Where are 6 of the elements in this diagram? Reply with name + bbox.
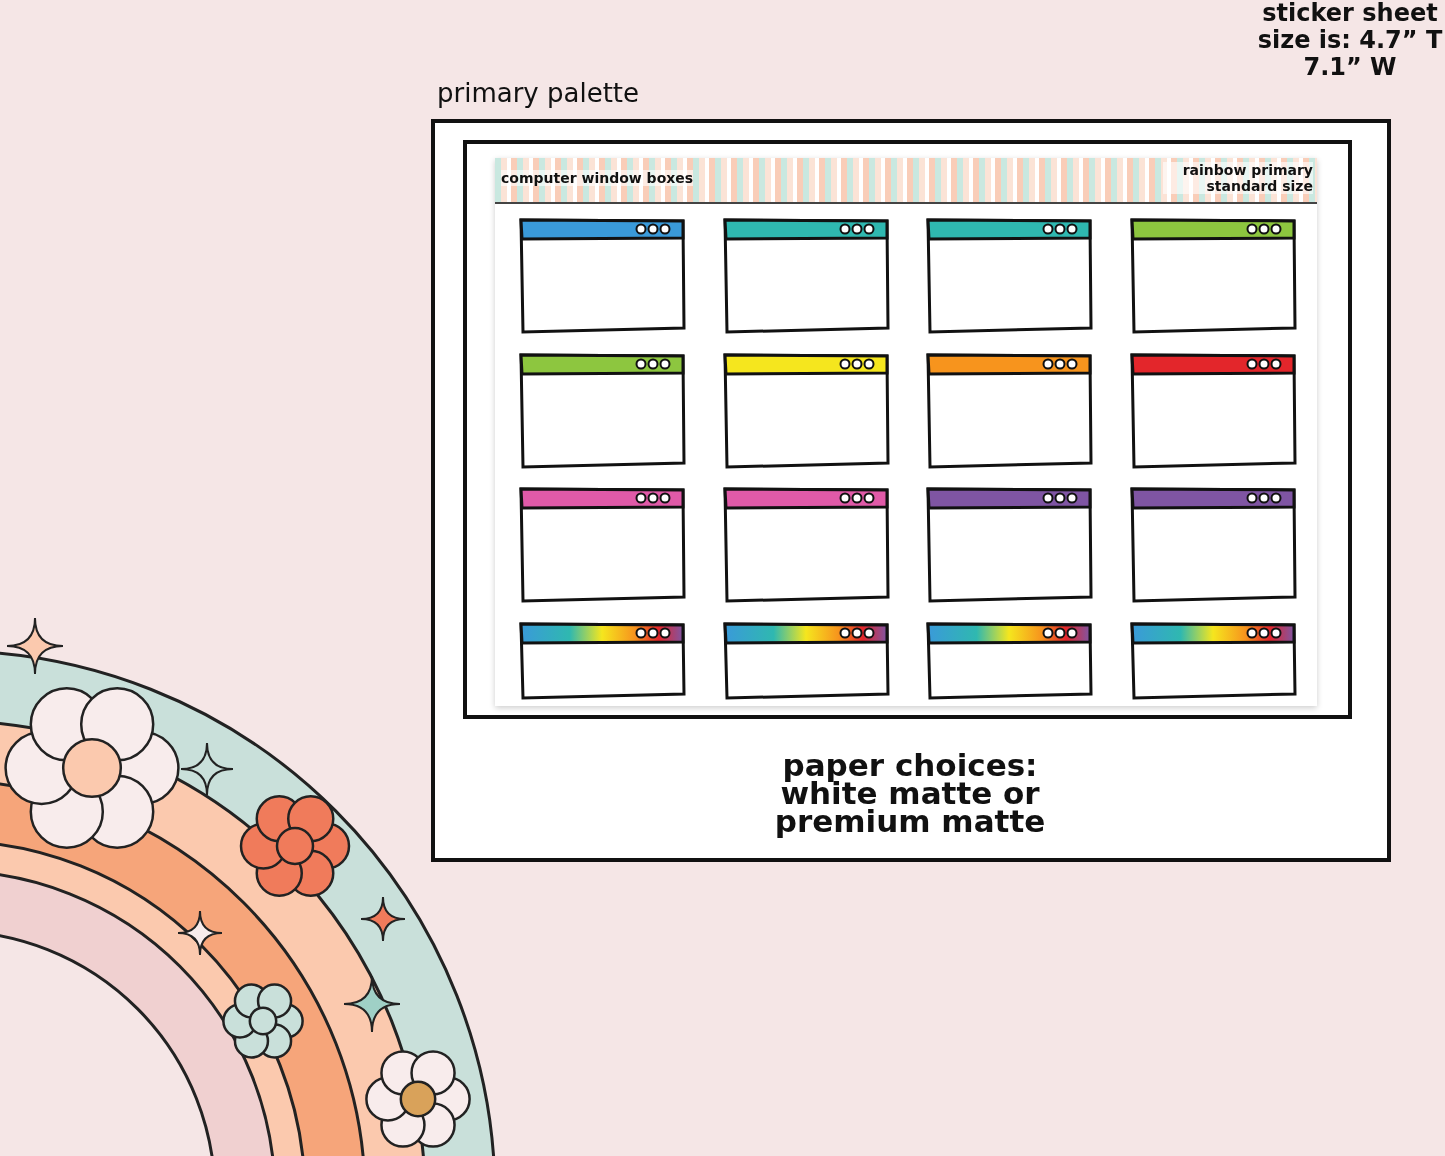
frame-box (431, 119, 1391, 862)
size-note: sticker sheet size is: 4.7” T 7.1” W (1256, 0, 1444, 81)
sheet-title: computer window boxes (501, 170, 694, 186)
sheet-subtitle: rainbow primary standard size (1163, 162, 1313, 194)
frame-heading: primary palette (437, 78, 640, 108)
sheet-frame (463, 140, 1352, 719)
